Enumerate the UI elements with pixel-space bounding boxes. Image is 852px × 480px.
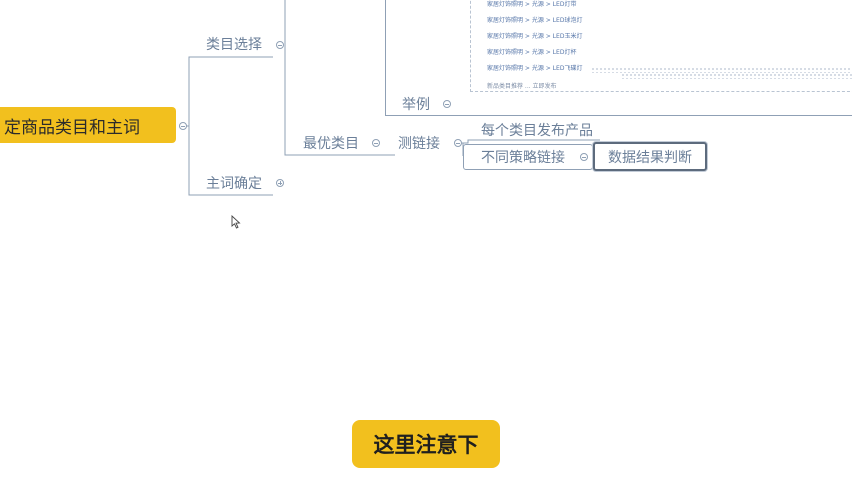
example-collapse-toggle[interactable] <box>443 100 451 108</box>
screenshot-noise <box>621 73 852 79</box>
screenshot-noise <box>591 67 852 73</box>
example-row: 家居灯饰照明 > 光源 > LED飞碟灯 <box>487 65 583 72</box>
connector-root-keyword <box>188 126 273 196</box>
example-footer: 新品类目推荐 ... 立即发布 <box>487 83 557 90</box>
example-row: 家居灯饰照明 > 光源 > LED灯杯 <box>487 49 577 56</box>
connector-test-publish <box>459 139 600 144</box>
root-collapse-toggle[interactable] <box>179 122 187 130</box>
root-node-label: 定商品类目和主词 <box>4 117 140 138</box>
example-row: 家居灯饰照明 > 光源 > LED灯带 <box>487 1 577 8</box>
category-collapse-toggle[interactable] <box>276 41 284 49</box>
node-strategy-links[interactable]: 不同策略链接 <box>463 144 593 170</box>
node-publish-each[interactable]: 每个类目发布产品 <box>481 123 593 139</box>
node-test-link[interactable]: 测链接 <box>398 136 440 152</box>
example-row: 家居灯饰照明 > 光源 > LED玉米灯 <box>487 33 583 40</box>
example-screenshot[interactable]: 家居灯饰照明 > 光源 > LED灯带 家居灯饰照明 > 光源 > LED球泡灯… <box>470 0 852 92</box>
connector-root-category <box>183 56 273 127</box>
node-example[interactable]: 举例 <box>402 97 430 113</box>
best-category-collapse-toggle[interactable] <box>372 139 380 147</box>
node-best-category[interactable]: 最优类目 <box>303 136 359 152</box>
node-keyword-confirm[interactable]: 主词确定 <box>206 176 262 192</box>
connector-category-best <box>284 44 388 156</box>
test-link-collapse-toggle[interactable] <box>454 139 462 147</box>
root-node[interactable]: 定商品类目和主词 <box>0 107 176 143</box>
node-category-select[interactable]: 类目选择 <box>206 37 262 53</box>
example-image-frame <box>385 0 852 116</box>
example-row: 家居灯饰照明 > 光源 > LED球泡灯 <box>487 17 583 24</box>
data-judge-label: 数据结果判断 <box>608 149 692 166</box>
callout-text: 这里注意下 <box>373 433 479 457</box>
keyword-expand-toggle[interactable] <box>276 179 284 187</box>
strategy-collapse-toggle[interactable] <box>580 153 588 161</box>
node-data-judge[interactable]: 数据结果判断 <box>593 142 707 171</box>
mouse-cursor-icon <box>231 215 241 229</box>
callout-banner: 这里注意下 <box>352 420 500 468</box>
strategy-links-label: 不同策略链接 <box>481 150 565 166</box>
